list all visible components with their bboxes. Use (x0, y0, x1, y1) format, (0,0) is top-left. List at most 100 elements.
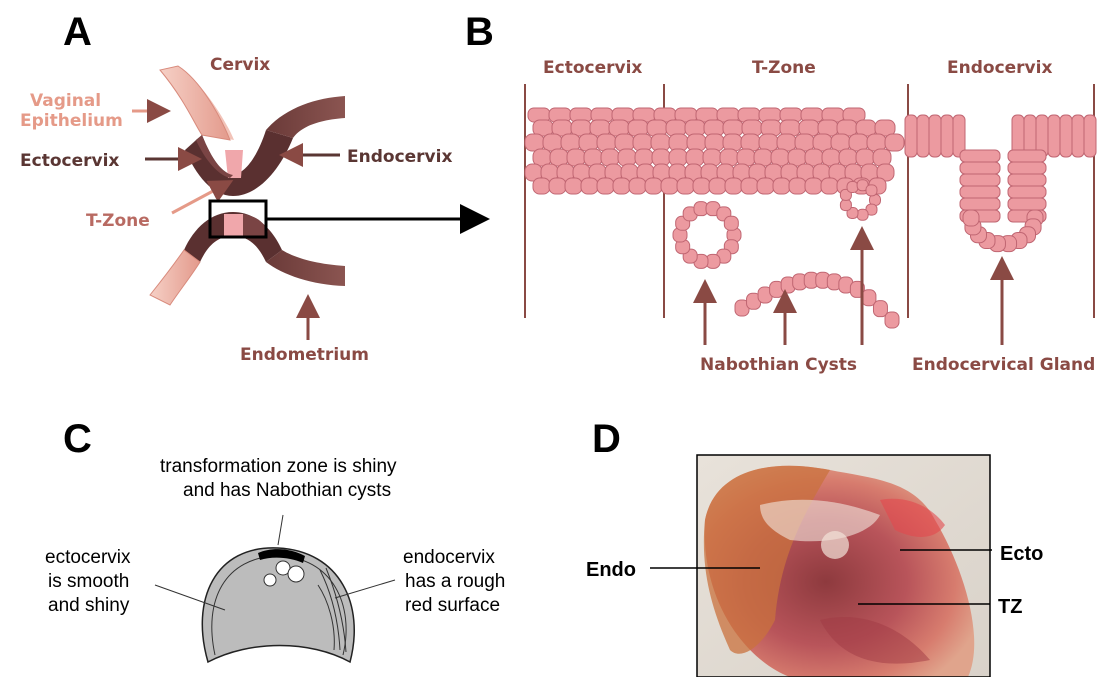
stratified-cell (831, 134, 850, 151)
c-cervix-dome (202, 548, 354, 662)
stratified-cell (525, 134, 544, 151)
stratified-cell (633, 134, 652, 151)
stratified-cell (759, 134, 778, 151)
b-stratified-epithelium (525, 108, 904, 194)
stratified-cell (549, 178, 566, 194)
stratified-cell (581, 178, 598, 194)
cyst-chain-cell (885, 312, 899, 328)
stratified-cell (771, 149, 789, 166)
c-tz-line-1: transformation zone is shiny (160, 456, 397, 477)
stratified-cell (789, 178, 806, 194)
stratified-cell (885, 134, 904, 151)
a-tzone-label: T-Zone (86, 211, 150, 231)
c-tz-pointer (278, 515, 283, 545)
panel-a: A Cervix Vaginal Epithelium Ectocervix E… (20, 10, 484, 365)
c-tz-line-2: and has Nabothian cysts (183, 480, 391, 501)
columnar-cell (1060, 115, 1072, 157)
c-endo-line-1: endocervix (403, 547, 495, 568)
gland-cell (1008, 150, 1046, 162)
stratified-cell (737, 149, 755, 166)
stratified-cell (584, 149, 602, 166)
stratified-cell (822, 149, 840, 166)
d-tz-label: TZ (998, 596, 1022, 618)
stratified-cell (550, 149, 568, 166)
b-tzone-label: T-Zone (752, 58, 816, 78)
stratified-cell (669, 134, 688, 151)
stratified-cell (661, 178, 678, 194)
stratified-cell (597, 134, 616, 151)
stratified-cell (533, 178, 550, 194)
b-ectocervix-label: Ectocervix (543, 58, 642, 78)
stratified-cell (565, 178, 582, 194)
gland-cell (960, 150, 1000, 162)
stratified-cell (723, 134, 742, 151)
stratified-cell (693, 178, 710, 194)
panel-a-letter: A (63, 10, 92, 54)
stratified-cell (788, 149, 806, 166)
c-endo-line-3: red surface (405, 595, 500, 616)
stratified-cell (805, 178, 822, 194)
stratified-cell (687, 134, 706, 151)
stratified-cell (795, 134, 814, 151)
cyst-cell (840, 200, 851, 211)
stratified-cell (873, 149, 891, 166)
panel-b: B Ectocervix T-Zone Endocervix Nabothian… (465, 10, 1096, 375)
b-endocervix-label: Endocervix (947, 58, 1052, 78)
panel-c: C transformation zone is shiny and has N… (45, 417, 505, 662)
gland-cell (963, 210, 979, 226)
stratified-cell (705, 134, 724, 151)
stratified-cell (867, 134, 886, 151)
stratified-cell (709, 178, 726, 194)
gland-cell (960, 186, 1000, 198)
panel-b-letter: B (465, 10, 494, 54)
columnar-cell (917, 115, 929, 157)
cyst-cell (857, 209, 868, 220)
panel-d: D Endo Ecto TZ (586, 417, 1043, 677)
stratified-cell (613, 178, 630, 194)
stratified-cell (805, 149, 823, 166)
d-ecto-label: Ecto (1000, 543, 1043, 565)
d-endo-label: Endo (586, 559, 636, 581)
b-columnar-epithelium (905, 115, 1096, 157)
stratified-cell (821, 178, 838, 194)
stratified-cell (601, 149, 619, 166)
cyst-chain-cell (873, 301, 887, 317)
stratified-cell (579, 134, 598, 151)
stratified-cell (720, 149, 738, 166)
columnar-cell (1048, 115, 1060, 157)
b-gland-label: Endocervical Gland (912, 355, 1095, 375)
stratified-cell (618, 149, 636, 166)
stratified-cell (741, 178, 758, 194)
columnar-cell (1072, 115, 1084, 157)
a-endocervix-label: Endocervix (347, 147, 452, 167)
stratified-cell (561, 134, 580, 151)
stratified-cell (651, 134, 670, 151)
gland-cell (960, 198, 1000, 210)
gland-cell (960, 174, 1000, 186)
stratified-cell (773, 178, 790, 194)
stratified-cell (635, 149, 653, 166)
stratified-cell (741, 134, 760, 151)
c-endo-line-2: has a rough (405, 571, 505, 592)
gland-cell (1008, 198, 1046, 210)
a-cervix-label: Cervix (210, 55, 270, 75)
stratified-cell (777, 134, 796, 151)
stratified-cell (849, 134, 868, 151)
stratified-cell (686, 149, 704, 166)
stratified-cell (757, 178, 774, 194)
a-upper-cervix (160, 66, 345, 196)
stratified-cell (543, 134, 562, 151)
stratified-cell (703, 149, 721, 166)
stratified-cell (813, 134, 832, 151)
stratified-cell (839, 149, 857, 166)
cyst-cell (847, 182, 858, 193)
columnar-cell (905, 115, 917, 157)
stratified-cell (615, 134, 634, 151)
columnar-cell (941, 115, 953, 157)
panel-c-letter: C (63, 417, 92, 461)
b-endocervical-gland-shape (960, 150, 1046, 252)
stratified-cell (652, 149, 670, 166)
stratified-cell (645, 178, 662, 194)
stratified-cell (677, 178, 694, 194)
